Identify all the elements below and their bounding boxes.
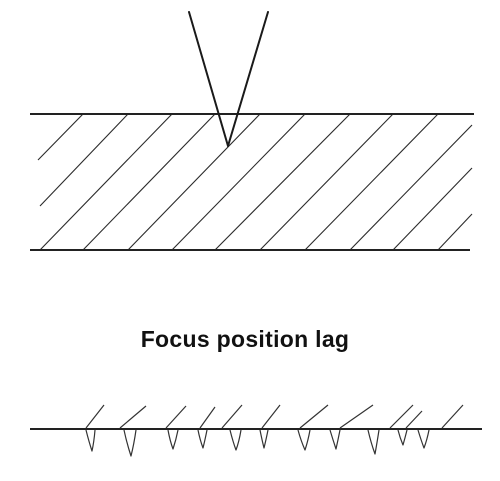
workpiece-hatching: [37, 114, 473, 250]
workpiece-section: [30, 113, 474, 251]
diagram-caption: Focus position lag: [140, 326, 350, 352]
dross-droplets: [85, 429, 430, 457]
drag-lines: [85, 404, 464, 429]
cut-surface-profile: [30, 404, 482, 457]
laser-beam-cone: [188, 11, 269, 147]
